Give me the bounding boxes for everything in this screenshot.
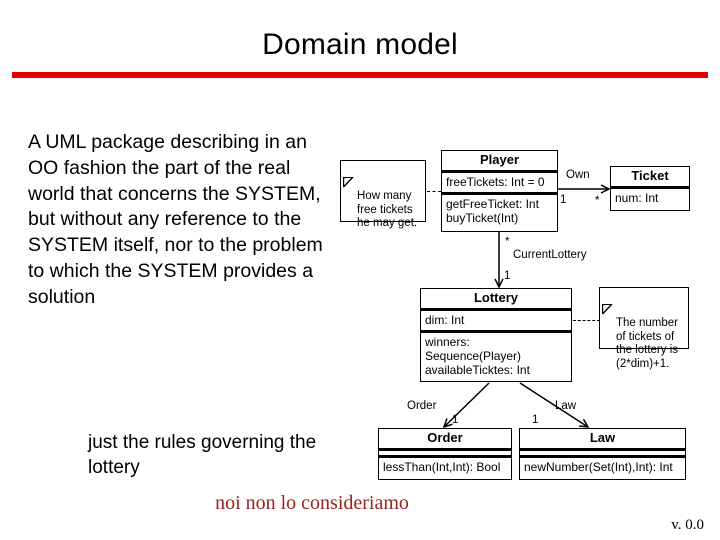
note-fold-icon: [602, 290, 613, 315]
rules-annotation: just the rules governing the lottery: [88, 432, 317, 478]
uml-class-law-operations: newNumber(Set(Int),Int): Int: [524, 460, 673, 474]
uml-class-lottery-attributes: dim: Int: [421, 311, 571, 333]
note-link-lottery: [573, 320, 600, 321]
uml-class-player[interactable]: Player freeTickets: Int = 0 getFreeTicke…: [441, 150, 558, 232]
body-paragraph: A UML package describing in an OO fashio…: [28, 131, 323, 308]
note-link-player: [427, 191, 441, 192]
uml-class-lottery-operations: winners: Sequence(Player) availableTickt…: [425, 335, 530, 377]
title-divider: [12, 72, 708, 78]
assoc-mult-order-target: 1: [452, 414, 459, 426]
version-label: v. 0.0: [671, 517, 704, 533]
uml-class-ticket-name: Ticket: [611, 167, 689, 189]
note-player-text: How many free tickets he may get.: [357, 190, 418, 230]
assoc-mult-current-lottery-source: *: [505, 236, 510, 248]
uml-class-order-name: Order: [379, 429, 511, 451]
assoc-mult-own-target: *: [595, 195, 600, 207]
assoc-mult-current-lottery-target: 1: [504, 270, 511, 282]
page-title: Domain model: [262, 28, 458, 61]
assoc-mult-law-target: 1: [532, 414, 539, 426]
uml-class-player-attributes: freeTickets: Int = 0: [442, 173, 557, 195]
note-player: How many free tickets he may get.: [340, 160, 426, 229]
uml-class-lottery[interactable]: Lottery dim: Int winners: Sequence(Playe…: [420, 288, 572, 382]
note-fold-icon: [343, 163, 354, 188]
uml-class-ticket-attributes: num: Int: [615, 191, 659, 205]
italian-annotation: noi non lo consideriamo: [215, 492, 409, 514]
uml-class-order-operations: lessThan(Int,Int): Bool: [383, 460, 501, 474]
note-lottery-text: The number of tickets of the lottery is …: [616, 317, 679, 370]
uml-class-player-operations: getFreeTicket: Int buyTicket(Int): [446, 197, 539, 225]
uml-class-law-attributes: [520, 451, 685, 458]
uml-class-law-name: Law: [520, 429, 685, 451]
assoc-label-current-lottery: CurrentLottery: [513, 249, 587, 261]
uml-class-law[interactable]: Law newNumber(Set(Int),Int): Int: [519, 428, 686, 480]
uml-class-order[interactable]: Order lessThan(Int,Int): Bool: [378, 428, 512, 480]
assoc-label-own: Own: [566, 169, 590, 181]
uml-class-lottery-name: Lottery: [421, 289, 571, 311]
uml-class-ticket[interactable]: Ticket num: Int: [610, 166, 690, 211]
assoc-label-order: Order: [407, 400, 437, 412]
uml-class-player-name: Player: [442, 151, 557, 173]
uml-class-order-attributes: [379, 451, 511, 458]
assoc-label-law: Law: [555, 400, 577, 412]
note-lottery: The number of tickets of the lottery is …: [599, 287, 689, 370]
assoc-mult-own-source: 1: [560, 194, 567, 206]
